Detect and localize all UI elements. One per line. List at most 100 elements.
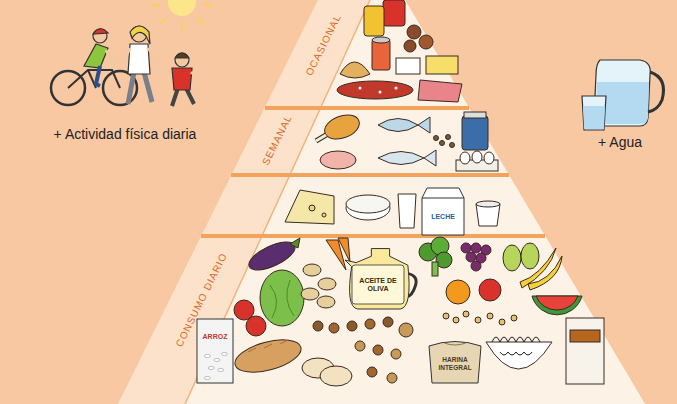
sun bbox=[168, 0, 196, 16]
flour-bag: HARINA INTEGRAL bbox=[428, 336, 482, 384]
dairy-foods bbox=[309, 205, 315, 211]
dairy-foods bbox=[285, 190, 334, 224]
cyclist bbox=[93, 29, 108, 34]
rice-box: ARROZ bbox=[196, 318, 234, 384]
milk-carton: LECHE bbox=[421, 186, 465, 236]
milk-carton-outline bbox=[422, 188, 464, 235]
water-jug bbox=[648, 72, 664, 112]
daily-foods bbox=[245, 236, 299, 275]
flour-bag-outline bbox=[429, 342, 481, 384]
walking-woman bbox=[122, 26, 158, 104]
daily-foods bbox=[521, 243, 539, 269]
daily-foods bbox=[373, 345, 383, 355]
occasional-foods bbox=[404, 40, 416, 52]
package-label: ARROZ bbox=[203, 333, 228, 341]
weekly-foods bbox=[316, 111, 498, 171]
rice-box-outline bbox=[197, 319, 233, 383]
daily-foods bbox=[471, 261, 481, 271]
daily-foods bbox=[367, 367, 377, 377]
water-jug bbox=[582, 60, 664, 130]
walking-child bbox=[172, 88, 194, 106]
sun bbox=[204, 4, 212, 6]
weekly-foods bbox=[484, 152, 494, 164]
daily-foods bbox=[260, 270, 304, 326]
dairy-foods bbox=[398, 194, 416, 228]
daily-foods bbox=[338, 238, 350, 262]
cyclist bbox=[96, 66, 100, 86]
daily-foods bbox=[443, 313, 449, 319]
daily-foods bbox=[303, 264, 321, 276]
walking-woman bbox=[130, 26, 150, 44]
daily-foods bbox=[475, 317, 481, 323]
walking-child bbox=[172, 68, 192, 90]
sun bbox=[181, 22, 183, 30]
daily-foods bbox=[232, 334, 305, 379]
dairy-foods bbox=[346, 195, 390, 213]
daily-foods bbox=[391, 349, 401, 359]
daily-foods bbox=[399, 323, 413, 337]
daily-foods bbox=[566, 318, 604, 384]
walking-child bbox=[172, 53, 200, 106]
walking-child bbox=[191, 72, 200, 80]
daily-foods bbox=[461, 243, 471, 253]
tier-label: OCASIONAL bbox=[303, 12, 344, 78]
occasional-foods bbox=[372, 37, 390, 43]
walking-woman bbox=[128, 72, 152, 104]
daily-foods bbox=[232, 236, 604, 386]
pyramid bbox=[231, 173, 509, 177]
cyclist bbox=[51, 29, 137, 105]
walking-woman bbox=[128, 44, 150, 74]
dairy-foods bbox=[346, 196, 390, 220]
walking-child bbox=[175, 53, 189, 67]
occasional-foods bbox=[379, 91, 382, 94]
sun bbox=[198, 18, 204, 24]
daily-foods bbox=[387, 373, 397, 383]
activity-caption: + Actividad física diaria bbox=[50, 126, 200, 143]
pyramid bbox=[185, 0, 370, 404]
daily-foods bbox=[492, 337, 540, 342]
daily-foods bbox=[290, 238, 300, 248]
daily-foods bbox=[466, 252, 476, 262]
daily-foods bbox=[479, 279, 501, 301]
daily-foods bbox=[320, 366, 352, 386]
occasional-foods bbox=[337, 0, 462, 102]
occasional-foods bbox=[340, 62, 370, 78]
walking-woman bbox=[148, 48, 158, 62]
occasional-foods bbox=[337, 81, 413, 99]
daily-foods bbox=[365, 319, 375, 329]
milk-carton-shape bbox=[421, 186, 465, 236]
pyramid bbox=[185, 0, 645, 404]
daily-foods bbox=[453, 317, 459, 323]
occasional-foods bbox=[407, 25, 421, 39]
occasional-foods bbox=[364, 6, 384, 36]
pyramid bbox=[265, 106, 469, 110]
daily-foods bbox=[248, 340, 288, 352]
dairy-foods bbox=[476, 201, 500, 207]
pyramid bbox=[118, 0, 645, 404]
cyclist bbox=[93, 29, 107, 43]
sun bbox=[152, 0, 212, 30]
package-label: HARINA INTEGRAL bbox=[433, 356, 477, 370]
weekly-foods bbox=[378, 117, 430, 133]
daily-foods bbox=[499, 319, 505, 325]
weekly-foods bbox=[320, 151, 356, 169]
weekly-foods bbox=[434, 136, 439, 141]
daily-foods bbox=[317, 296, 335, 308]
weekly-foods bbox=[440, 141, 445, 146]
daily-foods bbox=[432, 262, 438, 276]
weekly-foods bbox=[378, 150, 436, 166]
tier-label: SEMANAL bbox=[259, 113, 294, 167]
weekly-foods bbox=[460, 152, 470, 164]
cyclist bbox=[68, 70, 120, 88]
occasional-foods bbox=[395, 87, 398, 90]
daily-foods bbox=[511, 315, 517, 321]
daily-foods bbox=[486, 342, 552, 369]
occasional-foods bbox=[426, 56, 458, 74]
sun bbox=[160, 18, 166, 24]
daily-foods bbox=[318, 278, 336, 290]
weekly-foods bbox=[472, 151, 482, 163]
weekly-foods bbox=[464, 112, 486, 118]
